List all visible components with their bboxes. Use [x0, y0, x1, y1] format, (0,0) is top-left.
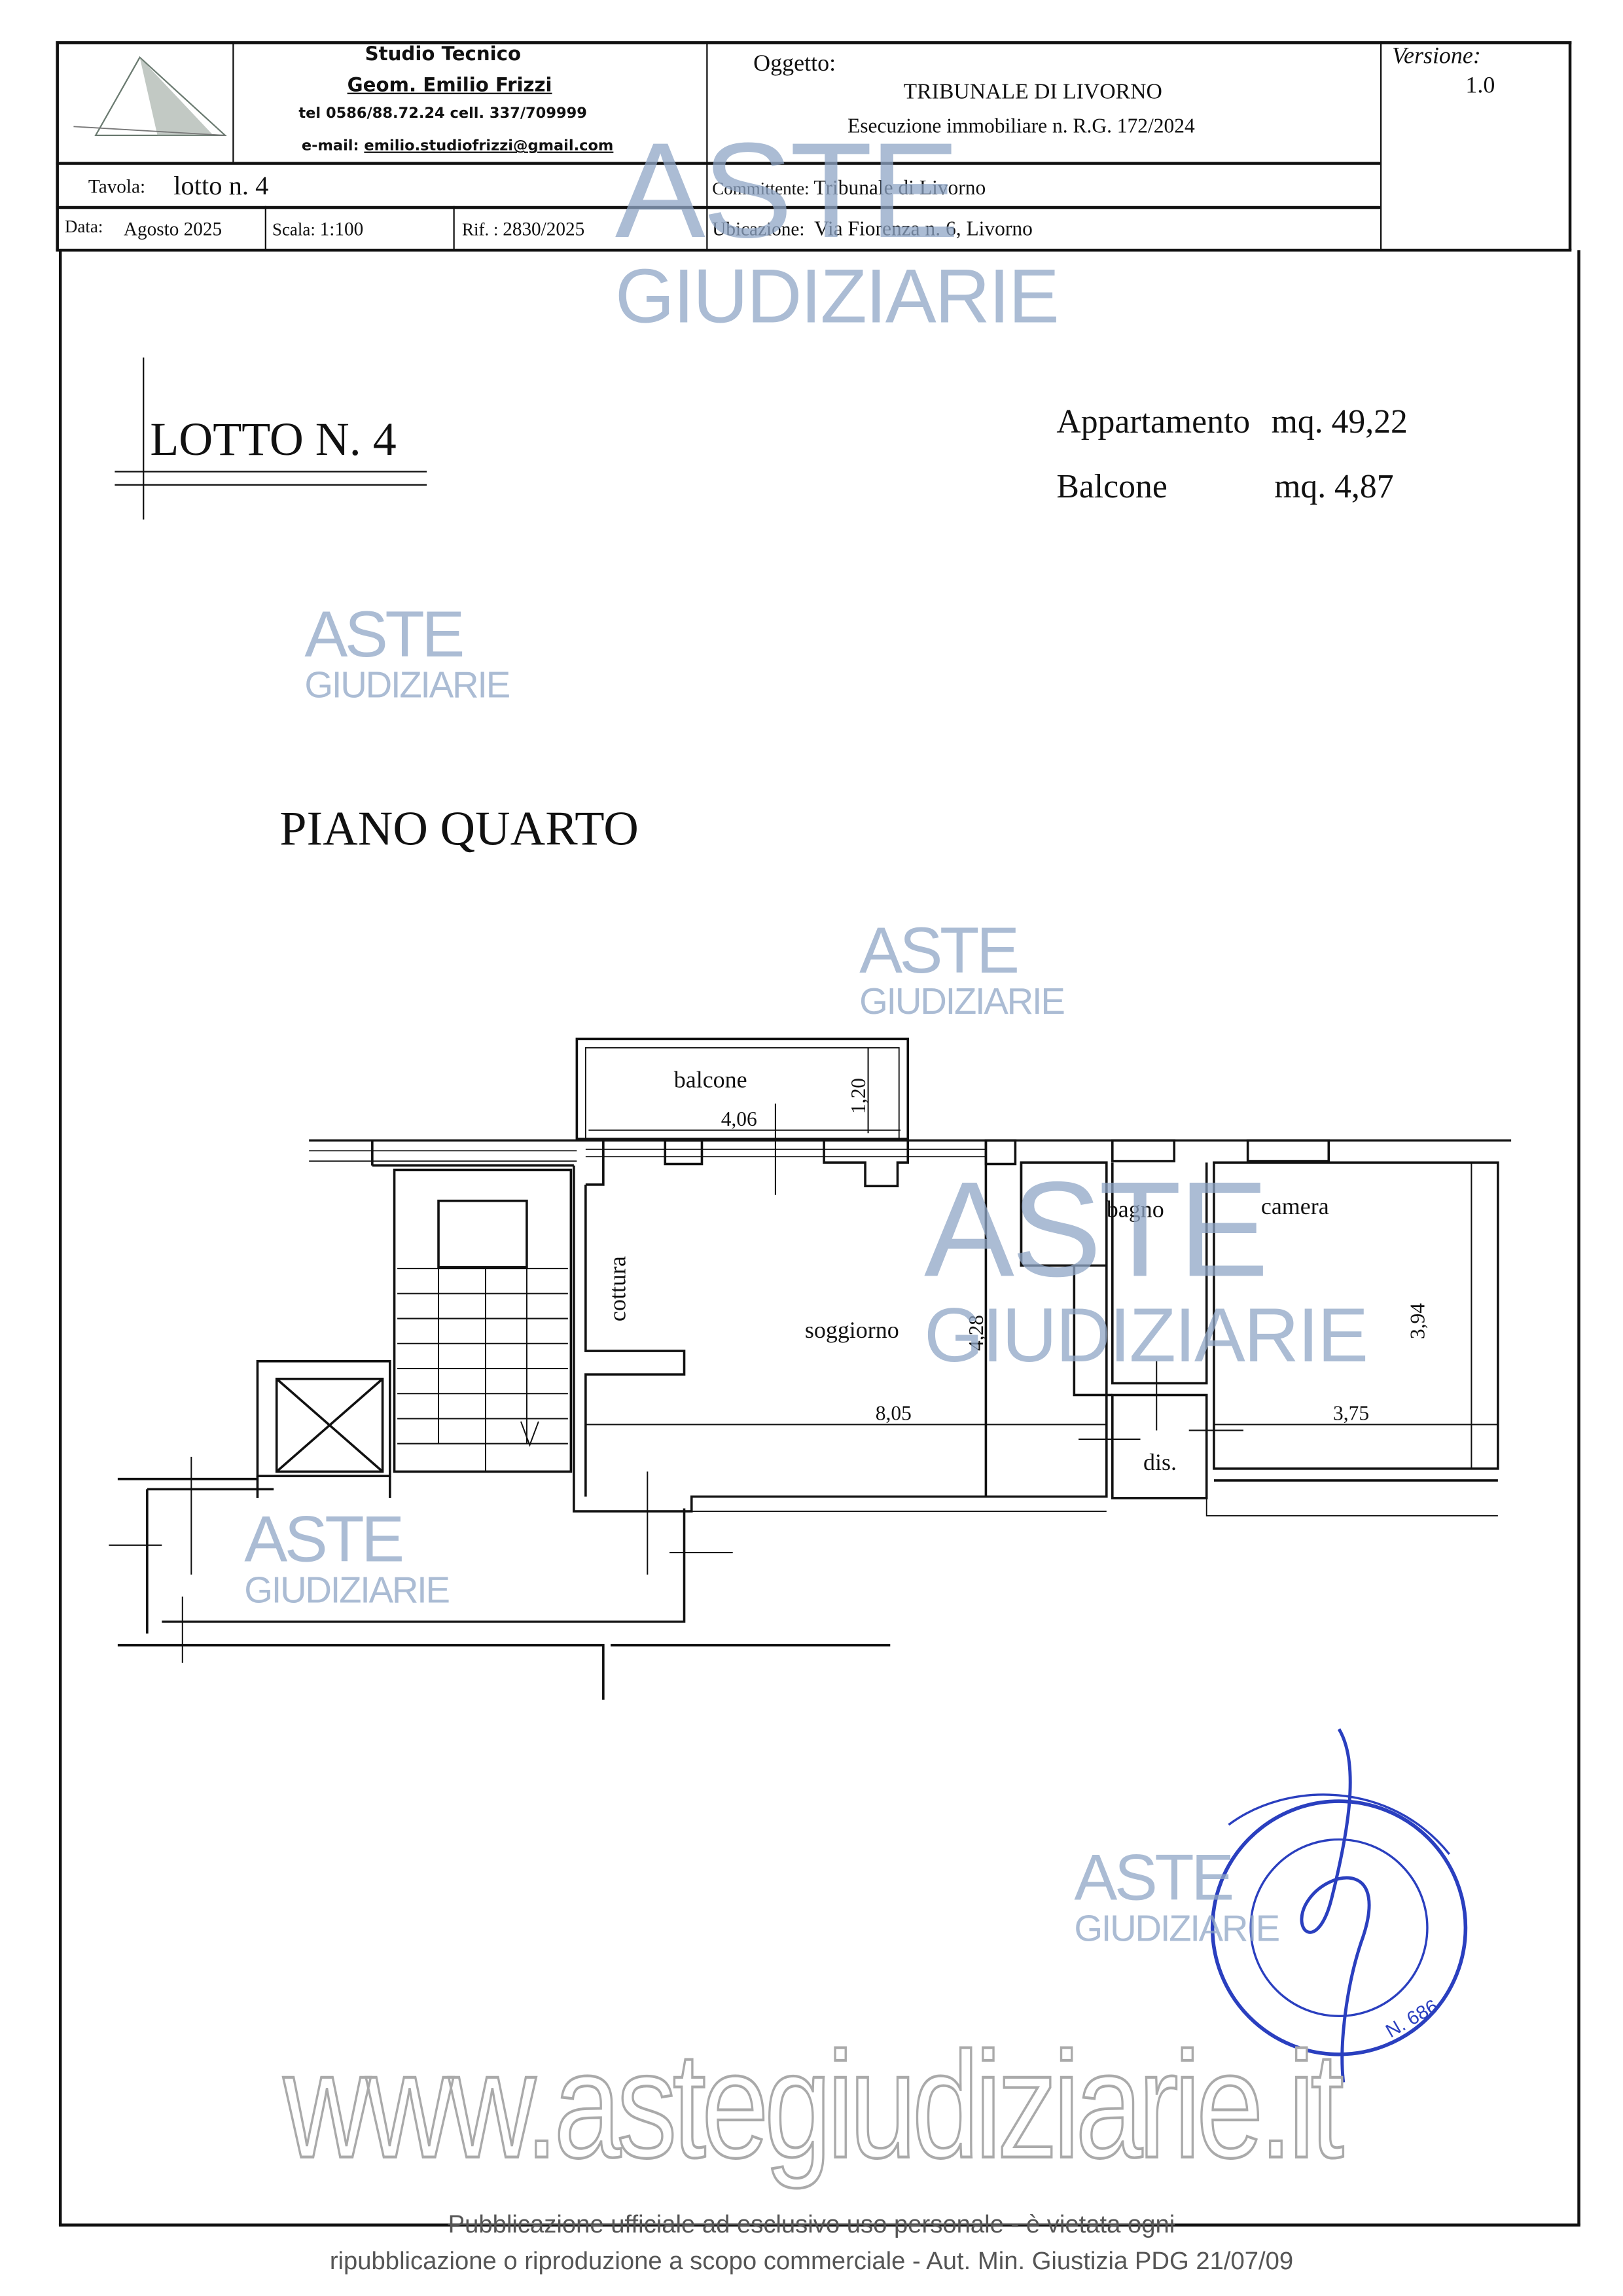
studio-contacts: tel 0586/88.72.24 cell. 337/709999	[298, 105, 587, 122]
frame-bottom	[58, 2223, 1580, 2227]
watermark-giudiziarie: GIUDIZIARIE	[615, 254, 1060, 340]
watermark-aste: ASTE	[859, 915, 1020, 988]
scala-label: Scala:	[272, 219, 315, 240]
pillar	[664, 1139, 704, 1166]
dimension-lines	[109, 1047, 1498, 1663]
versione-label: Versione:	[1391, 44, 1481, 69]
studio-name: Studio Tecnico	[365, 44, 522, 67]
room-label-balcone: balcone	[674, 1067, 747, 1093]
studio-email: e-mail: emilio.studiofrizzi@gmail.com	[302, 138, 613, 154]
frame-right-top	[1568, 41, 1572, 251]
title-hline1	[115, 471, 427, 473]
data-label: Data:	[64, 216, 103, 237]
signature	[1300, 1728, 1371, 2083]
versione-value: 1.0	[1465, 73, 1495, 99]
watermark-aste: ASTE	[1074, 1842, 1234, 1915]
title-hline2	[115, 484, 427, 486]
header-col-logo	[232, 41, 234, 162]
surface-balcony-label: Balcone	[1056, 467, 1168, 505]
watermark-aste: ASTE	[244, 1503, 404, 1577]
dim-balcone-depth: 1,20	[847, 1078, 870, 1114]
watermark-url: www.astegiudiziarie.it	[282, 2021, 1345, 2191]
room-label-dis: dis.	[1143, 1449, 1177, 1475]
watermark-giudiziarie: GIUDIZIARIE	[859, 981, 1065, 1023]
lotto-title: LOTTO N. 4	[150, 412, 397, 465]
rif: Rif. : 2830/2025	[462, 218, 584, 242]
watermark-giudiziarie: GIUDIZIARIE	[244, 1570, 450, 1611]
watermark-giudiziarie: GIUDIZIARIE	[923, 1293, 1368, 1379]
stair-well	[393, 1168, 573, 1473]
ubicazione-value: Via Fiorenza n. 6, Livorno	[814, 219, 1033, 242]
data-value: Agosto 2025	[123, 217, 223, 240]
frame-left-top	[56, 41, 59, 251]
walls	[117, 1037, 1512, 1700]
ubicazione: Ubicazione: Via Fiorenza n. 6, Livorno	[712, 218, 1033, 243]
title-vline	[143, 357, 145, 520]
header-col-right	[1380, 41, 1382, 251]
watermark-aste: ASTE	[615, 116, 960, 266]
floor-title: PIANO QUARTO	[279, 803, 639, 857]
surface-apartment-value: mq. 49,22	[1271, 403, 1408, 440]
dim-camera-depth: 3,94	[1406, 1303, 1429, 1339]
watermark-giudiziarie: GIUDIZIARIE	[1074, 1909, 1280, 1950]
frame-left	[58, 250, 62, 2225]
frame-top	[56, 41, 1572, 45]
committente: Committente: Tribunale di Livorno	[712, 178, 986, 202]
camera-room	[1213, 1161, 1499, 1470]
surface-apartment-label: Appartamento	[1056, 403, 1251, 440]
watermark-aste: ASTE	[304, 599, 465, 672]
email-label: e-mail:	[301, 138, 359, 155]
committente-value: Tribunale di Livorno	[813, 178, 986, 200]
stair-steps	[397, 1268, 568, 1472]
room-label-soggiorno: soggiorno	[805, 1317, 899, 1343]
studio-owner: Geom. Emilio Frizzi	[347, 75, 552, 98]
dim-soggiorno-width: 8,05	[876, 1402, 912, 1425]
dis-room	[1111, 1393, 1208, 1499]
tavola-label: Tavola:	[88, 175, 146, 198]
header-col-mid	[706, 41, 708, 251]
header-row2	[56, 206, 1380, 209]
watermark-aste: ASTE	[923, 1155, 1269, 1306]
footer-line1: Pubblicazione ufficiale ad esclusivo uso…	[448, 2210, 1175, 2238]
room-label-cottura: cottura	[605, 1256, 631, 1321]
dim-balcone-width: 4,06	[721, 1107, 757, 1130]
room-label-bagno: bagno	[1107, 1196, 1164, 1222]
tavola-value: lotto n. 4	[173, 170, 269, 200]
oggetto-subtitle: Esecuzione immobiliare n. R.G. 172/2024	[847, 116, 1195, 139]
dim-soggiorno-depth: 4,28	[965, 1315, 988, 1351]
room-label-camera: camera	[1261, 1193, 1329, 1219]
studio-logo	[73, 56, 227, 136]
professional-stamp: N. 686	[1210, 1728, 1468, 2083]
ubicazione-label: Ubicazione:	[712, 217, 805, 240]
dim-camera-width: 3,75	[1333, 1402, 1369, 1425]
scala-value: 1:100	[319, 217, 364, 240]
watermark-giudiziarie: GIUDIZIARIE	[304, 665, 510, 707]
oggetto-title: TRIBUNALE DI LIVORNO	[903, 81, 1162, 105]
footer-line2: ripubblicazione o riproduzione a scopo c…	[329, 2247, 1294, 2276]
header-col-scala	[453, 206, 455, 251]
lift-shaft	[256, 1359, 391, 1477]
surface-balcony-value: mq. 4,87	[1274, 467, 1394, 505]
header-col-data	[264, 206, 266, 251]
header-bottom	[56, 248, 1572, 252]
rif-label: Rif. :	[461, 219, 499, 240]
frame-right	[1577, 250, 1580, 2225]
rif-value: 2830/2025	[503, 217, 585, 240]
header-row1	[56, 162, 1380, 165]
oggetto-label: Oggetto:	[753, 51, 836, 77]
scala: Scala: 1:100	[272, 218, 363, 242]
committente-label: Committente:	[712, 178, 810, 199]
email-link[interactable]: emilio.studiofrizzi@gmail.com	[364, 138, 614, 155]
